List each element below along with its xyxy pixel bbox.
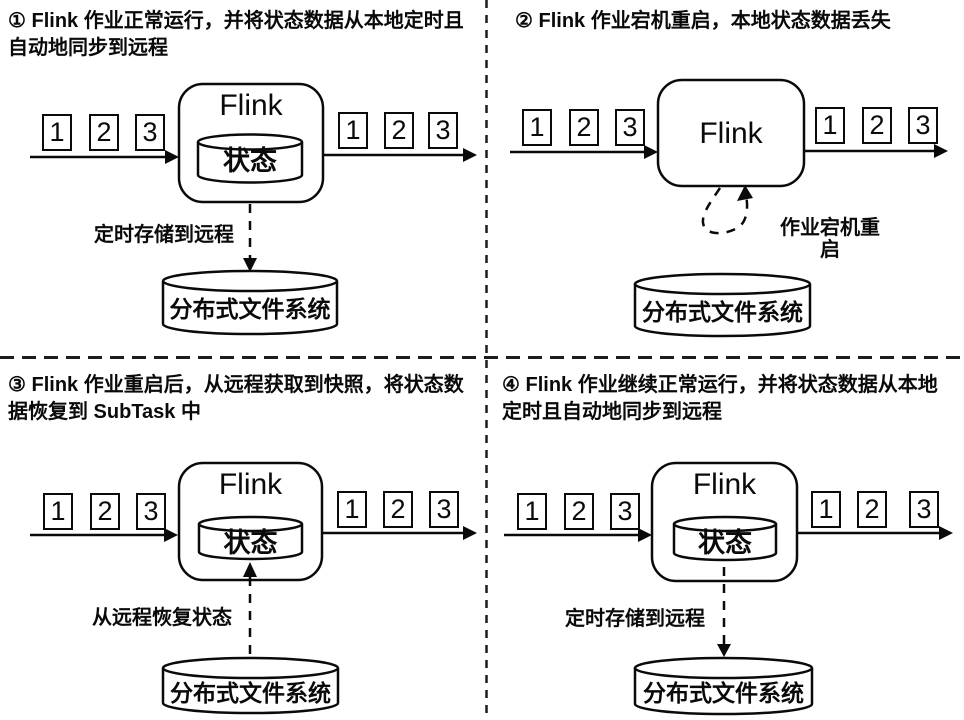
quadrant-4: ④ Flink 作业继续正常运行，并将状态数据从本地定时且自动地同步到远程 1 … xyxy=(482,360,964,720)
state-cylinder-top xyxy=(196,133,304,151)
storage-label: 分布式文件系统 xyxy=(170,680,331,706)
input-arrow-icon xyxy=(164,528,178,542)
event-box: 1 xyxy=(43,493,73,530)
quadrant-2-scene xyxy=(510,78,948,338)
event-box: 2 xyxy=(89,114,119,151)
restart-loop-dashed xyxy=(701,187,749,235)
state-cylinder-top xyxy=(672,515,778,533)
storage-cylinder-top xyxy=(161,656,340,680)
quadrant-3-title: ③ Flink 作业重启后，从远程获取到快照，将状态数据恢复到 SubTask … xyxy=(8,374,464,423)
storage-cylinder xyxy=(161,281,339,336)
flink-label: Flink xyxy=(699,117,763,150)
storage-cylinder-top xyxy=(633,656,814,680)
state-label: 状态 xyxy=(223,528,278,558)
storage-cylinder-top xyxy=(161,269,339,293)
state-cylinder-top xyxy=(197,515,304,533)
event-box: 3 xyxy=(908,107,938,144)
event-box: 3 xyxy=(428,112,458,149)
event-box: 1 xyxy=(522,109,552,146)
event-box: 2 xyxy=(90,493,120,530)
event-box: 2 xyxy=(384,112,414,149)
event-box: 2 xyxy=(862,107,892,144)
flink-label: Flink xyxy=(692,468,757,501)
storage-cylinder xyxy=(633,284,812,338)
quadrant-1-scene xyxy=(30,82,477,336)
storage-label: 分布式文件系统 xyxy=(642,299,803,325)
output-arrow-icon xyxy=(939,526,953,540)
down-arrow-icon xyxy=(717,644,731,657)
event-box: 1 xyxy=(42,114,72,151)
down-arrow-icon xyxy=(243,258,257,272)
quadrant-4-title: ④ Flink 作业继续正常运行，并将状态数据从本地定时且自动地同步到远程 xyxy=(502,374,938,423)
storage-cylinder-top xyxy=(633,272,812,296)
output-arrow-icon xyxy=(463,526,477,540)
state-cylinder xyxy=(672,524,778,562)
quadrant-3-scene xyxy=(30,461,477,715)
quadrant-2: ② Flink 作业宕机重启，本地状态数据丢失 1 2 3 1 2 3 Flin… xyxy=(482,0,964,360)
event-box: 1 xyxy=(338,112,368,149)
event-box: 3 xyxy=(136,493,166,530)
output-arrow-icon xyxy=(463,148,477,162)
event-box: 2 xyxy=(383,491,413,528)
event-box: 2 xyxy=(857,491,887,528)
event-box: 3 xyxy=(615,109,645,146)
input-arrow-icon xyxy=(638,528,652,542)
event-box: 3 xyxy=(135,114,165,151)
storage-label: 分布式文件系统 xyxy=(643,680,804,706)
storage-cylinder xyxy=(633,668,814,716)
flink-label: Flink xyxy=(218,468,283,501)
state-label: 状态 xyxy=(698,528,752,558)
connector-label: 作业宕机重启 xyxy=(780,217,880,261)
quadrant-4-scene xyxy=(504,461,953,716)
event-box: 3 xyxy=(610,493,640,530)
state-cylinder xyxy=(197,524,304,561)
storage-cylinder xyxy=(161,668,340,715)
connector-label: 定时存储到远程 xyxy=(565,608,705,630)
quadrant-3: ③ Flink 作业重启后，从远程获取到快照，将状态数据恢复到 SubTask … xyxy=(0,360,482,720)
quadrant-1-title: ① Flink 作业正常运行，并将状态数据从本地定时且自动地同步到远程 xyxy=(8,10,464,59)
state-label: 状态 xyxy=(223,146,277,176)
event-box: 1 xyxy=(337,491,367,528)
input-arrow-icon xyxy=(644,145,658,159)
event-box: 1 xyxy=(815,107,845,144)
connector-label: 从远程恢复状态 xyxy=(92,607,232,629)
flink-label: Flink xyxy=(219,89,283,122)
state-cylinder xyxy=(196,142,304,184)
event-box: 2 xyxy=(564,493,594,530)
event-box: 1 xyxy=(517,493,547,530)
up-arrow-icon xyxy=(243,562,257,577)
input-arrow-icon xyxy=(165,150,179,164)
event-box: 3 xyxy=(429,491,459,528)
event-box: 3 xyxy=(909,491,939,528)
quadrant-1: ① Flink 作业正常运行，并将状态数据从本地定时且自动地同步到远程 1 2 … xyxy=(0,0,482,360)
flink-box xyxy=(656,78,806,188)
event-box: 2 xyxy=(569,109,599,146)
quadrant-2-title: ② Flink 作业宕机重启，本地状态数据丢失 xyxy=(515,10,891,32)
connector-label: 定时存储到远程 xyxy=(94,224,234,246)
output-arrow-icon xyxy=(934,144,948,158)
loop-arrow-icon xyxy=(737,185,753,201)
storage-label: 分布式文件系统 xyxy=(169,296,331,322)
event-box: 1 xyxy=(811,491,841,528)
